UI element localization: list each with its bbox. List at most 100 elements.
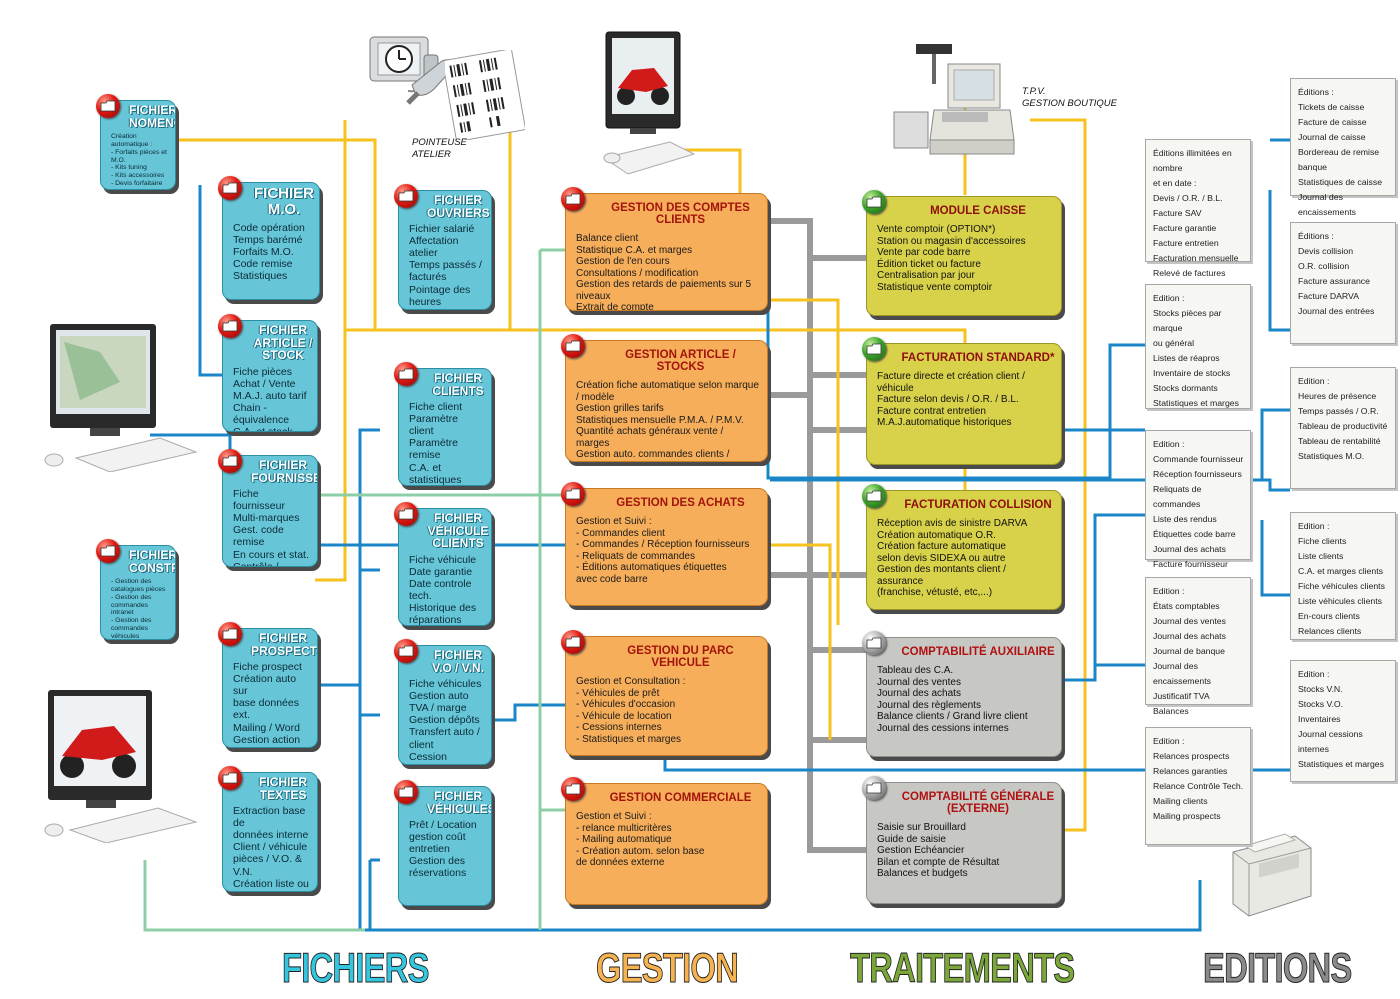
edition-item: Mailing prospects (1153, 811, 1221, 821)
box-item: Journal des achats (877, 688, 961, 700)
box-item: Gestion auto. commandes clients / fourni… (576, 449, 730, 461)
folder-bubble-icon (218, 766, 242, 790)
edition-item: Relevé de factures (1153, 268, 1226, 278)
box-item: - Statistiques et marges (576, 733, 682, 745)
folder-bubble-icon (862, 190, 886, 214)
box-item: Gestion action (233, 733, 301, 746)
box-item: Fiche pièces (233, 365, 292, 378)
box-item: Extraction base de (233, 805, 306, 830)
folder-bubble-icon (218, 449, 242, 473)
edition-item: États comptables (1153, 601, 1220, 611)
box-item: Affectation atelier (409, 235, 459, 260)
box-item: Multi-marques (233, 512, 300, 525)
box-item: Gestion des (409, 855, 466, 868)
footer-fichiers: FICHIERS (282, 944, 430, 992)
box-item: Vente par code barre (877, 247, 971, 259)
box-item: Rentabilité / productivité (409, 308, 485, 309)
edition-item: Journal de banque (1153, 646, 1225, 656)
box-item: Date garantie (409, 565, 473, 578)
box-item: Gestion Echéancier (877, 845, 965, 857)
box-item-list: Création fiche automatique selon marque … (566, 377, 767, 461)
box-item: catalogues pièces (111, 586, 166, 593)
box-item-list: Gestion et Suivi :- relance multicritère… (566, 808, 767, 873)
box-title: GESTION DU PARC VEHICULE (627, 645, 734, 670)
box-item: avec code barre (576, 573, 648, 585)
edition-item: Facture garantie (1153, 223, 1217, 233)
box-title: GESTION DES COMPTES CLIENTS (611, 202, 750, 227)
folder-bubble-icon (561, 777, 585, 801)
box-item: Temps barémé (233, 233, 303, 246)
box-item: M.A.J.automatique historiques (877, 417, 1012, 429)
box-item: Facture selon devis / O.R. / B.L. (877, 394, 1019, 406)
traitement-box-compta-gen: COMPTABILITÉ GÉNÉRALE (EXTERNE)Saisie su… (866, 782, 1062, 904)
edition-item: Journal cessions internes (1298, 729, 1363, 754)
edition-item: Heures de présence (1298, 391, 1377, 401)
edition-item: Statistiques de caisse (1298, 177, 1383, 187)
edition-item: Edition : (1298, 669, 1330, 679)
edition-item: Statistiques M.O. (1298, 451, 1365, 461)
box-item: selon devis SIDEXA ou autre (877, 552, 1006, 564)
edition-item: Journal de caisse (1298, 132, 1366, 142)
edition-item: Justificatif TVA (1153, 691, 1210, 701)
desktop-computer-icon (602, 31, 696, 175)
box-title: FICHIER NOMENCLATURE (129, 103, 176, 130)
edition-item: Stocks dormants (1153, 383, 1218, 393)
edition-item: Edition : (1153, 439, 1185, 449)
edition-item: Mailing clients (1153, 796, 1208, 806)
box-item: réservations (409, 867, 467, 880)
box-item: - Véhicule de location (576, 710, 672, 722)
box-item: Création auto sur (233, 673, 297, 698)
box-item: - Gestion des (111, 593, 152, 601)
edition-item: Edition : (1298, 521, 1330, 531)
edition-item: Relances prospects (1153, 751, 1230, 761)
footer-traitements: TRAITEMENTS (850, 944, 1076, 992)
box-item: Statistiques (233, 269, 288, 282)
box-item: - Création autom. selon base (576, 845, 705, 857)
box-item: - Mailing automatique (576, 834, 672, 846)
folder-bubble-icon (96, 94, 120, 118)
edition-item: Liste clients (1298, 551, 1344, 561)
box-item: Tableau des C.A. (877, 665, 954, 677)
edition-item: Balances (1153, 706, 1189, 716)
box-title: FICHIER FOURNISSEURS (251, 458, 317, 485)
edition-item: Edition : (1298, 376, 1330, 386)
box-item: Journal des ventes (877, 676, 961, 688)
box-item: Centralisation par jour (877, 270, 975, 282)
box-item: Bilan et compte de Résultat (877, 856, 1000, 868)
edition-item: Journal des achats (1153, 631, 1226, 641)
box-item: Statistiques mensuelle P.M.A. / P.M.V. (576, 414, 744, 426)
time-clock-icon (369, 36, 439, 93)
box-title: FICHIER ARTICLE / STOCK (253, 323, 313, 363)
edition-item: Commande fournisseur (1153, 454, 1244, 464)
box-item: Fiche véhicule (409, 553, 477, 566)
box-item: Gest. code remise (233, 524, 284, 549)
box-title: FICHIER VÉHICULE CLIENTS (427, 511, 489, 551)
edition-item: Edition : (1153, 736, 1185, 746)
box-title: FICHIER TEXTES (259, 775, 307, 802)
edition-item: Facturation mensuelle (1153, 253, 1239, 263)
box-item: Statistique vente comptoir (877, 281, 993, 293)
box-item: Prêt / Location (409, 819, 477, 832)
folder-bubble-icon (394, 639, 418, 663)
fichier-box-fournisseurs: FICHIER FOURNISSEURSFiche fournisseurMul… (222, 455, 318, 567)
fichier-box-nomenclature: FICHIER NOMENCLATURECréation automatique… (100, 100, 176, 190)
edition-item: Journal des achats (1153, 544, 1226, 554)
folder-bubble-icon (862, 484, 886, 508)
tpv-label: T.P.V. (1022, 86, 1046, 97)
edition-item: ou général (1153, 338, 1195, 348)
